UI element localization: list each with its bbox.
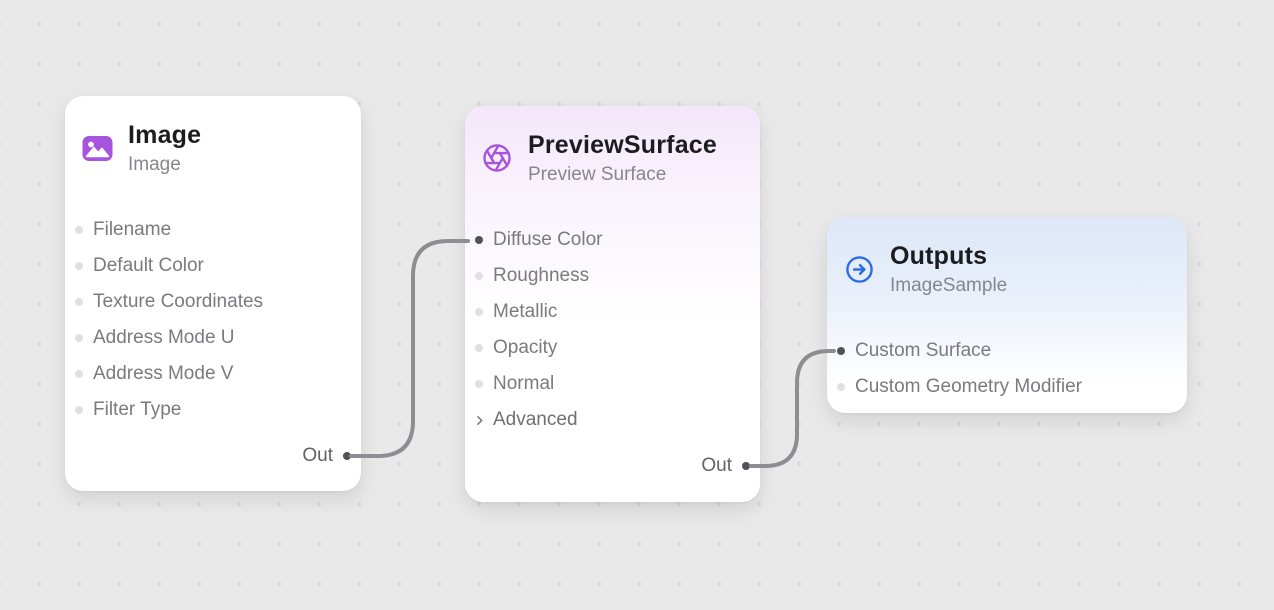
input-port-dot[interactable] — [75, 262, 83, 270]
port-label: Custom Surface — [855, 340, 992, 361]
port-diffuse-color: Diffuse Color — [465, 222, 760, 258]
node-subtitle: Image — [128, 154, 181, 175]
port-texture-coordinates: Texture Coordinates — [65, 284, 361, 320]
chevron-right-icon[interactable] — [472, 413, 486, 427]
port-label: Roughness — [493, 265, 590, 286]
input-port-dot[interactable] — [475, 272, 483, 280]
image-icon — [81, 132, 113, 164]
port-address-mode-v: Address Mode V — [65, 356, 361, 392]
aperture-icon — [481, 142, 513, 174]
port-label: Default Color — [93, 255, 204, 276]
port-label: Opacity — [493, 337, 558, 358]
port-out: Out — [302, 438, 361, 474]
input-port-dot[interactable] — [75, 226, 83, 234]
port-filename: Filename — [65, 212, 361, 248]
port-roughness: Roughness — [465, 258, 760, 294]
wire-previewsurface-out-to-custom-surface[interactable] — [749, 349, 836, 468]
port-opacity: Opacity — [465, 330, 760, 366]
node-title: Image — [128, 121, 202, 149]
node-subtitle: Preview Surface — [528, 164, 667, 185]
port-label: Out — [701, 455, 732, 476]
port-out: Out — [701, 448, 760, 484]
input-port-dot[interactable] — [75, 406, 83, 414]
input-port-dot[interactable] — [475, 236, 483, 244]
port-label: Metallic — [493, 301, 558, 322]
node-title: Outputs — [890, 242, 988, 270]
port-label: Custom Geometry Modifier — [855, 376, 1083, 397]
input-port-dot[interactable] — [475, 308, 483, 316]
port-label: Filter Type — [93, 399, 182, 420]
node-subtitle: ImageSample — [890, 275, 1008, 296]
port-filter-type: Filter Type — [65, 392, 361, 428]
port-label: Advanced — [493, 409, 578, 430]
port-address-mode-u: Address Mode U — [65, 320, 361, 356]
port-label: Filename — [93, 219, 172, 240]
node-title: PreviewSurface — [528, 131, 718, 159]
port-metallic: Metallic — [465, 294, 760, 330]
port-label: Address Mode V — [93, 363, 234, 384]
input-port-dot[interactable] — [475, 344, 483, 352]
port-label: Texture Coordinates — [93, 291, 264, 312]
port-label: Out — [302, 445, 333, 466]
input-port-dot[interactable] — [75, 298, 83, 306]
input-port-dot[interactable] — [75, 370, 83, 378]
arrow-right-circle-icon — [843, 253, 875, 285]
output-port-dot[interactable] — [343, 452, 351, 460]
port-default-color: Default Color — [65, 248, 361, 284]
input-port-dot[interactable] — [75, 334, 83, 342]
node-previewsurface[interactable]: PreviewSurface Preview Surface Diffuse C… — [465, 106, 760, 502]
wire-image-out-to-diffuse-color[interactable] — [349, 239, 470, 458]
output-port-dot[interactable] — [742, 462, 750, 470]
node-header: PreviewSurface Preview Surface — [465, 106, 760, 188]
node-image[interactable]: Image Image Filename Default Color Textu… — [65, 96, 361, 491]
port-label: Diffuse Color — [493, 229, 603, 250]
port-normal: Normal — [465, 366, 760, 402]
port-label: Normal — [493, 373, 555, 394]
port-custom-geometry-modifier: Custom Geometry Modifier — [827, 369, 1187, 405]
node-header: Image Image — [65, 96, 361, 178]
input-port-dot[interactable] — [475, 380, 483, 388]
input-port-dot[interactable] — [837, 383, 845, 391]
input-port-dot[interactable] — [837, 347, 845, 355]
node-header: Outputs ImageSample — [827, 217, 1187, 299]
node-outputs[interactable]: Outputs ImageSample Custom Surface Custo… — [827, 217, 1187, 413]
advanced-disclosure-row[interactable]: Advanced — [465, 402, 760, 438]
port-custom-surface: Custom Surface — [827, 333, 1187, 369]
port-label: Address Mode U — [93, 327, 235, 348]
